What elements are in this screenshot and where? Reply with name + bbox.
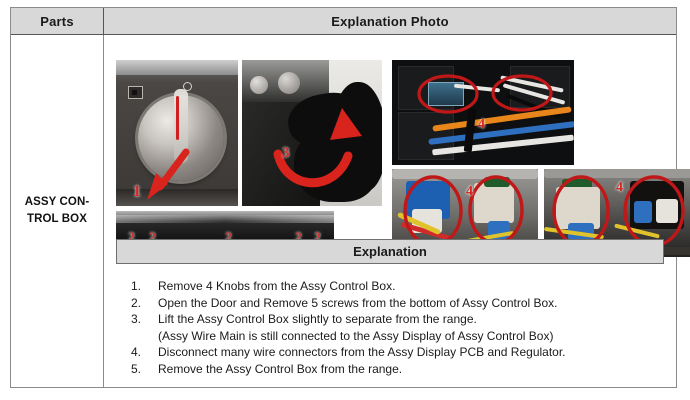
- marker-4-right: 4: [616, 180, 623, 195]
- marker-4-top: 4: [478, 117, 485, 132]
- step-text-5: Remove the Assy Control Box from the ran…: [158, 361, 403, 376]
- bracket-top-2: [544, 169, 690, 178]
- step-index-4: 4.: [131, 345, 142, 359]
- column-header-explanation-photo: Explanation Photo: [104, 8, 676, 35]
- step-index-5: 5.: [131, 361, 142, 376]
- step-index-1: 1.: [131, 279, 142, 293]
- screw-number-4: 2: [295, 229, 302, 244]
- screw-number-1: 2: [128, 229, 135, 244]
- step-text-3: Lift the Assy Control Box slightly to se…: [158, 312, 477, 326]
- cooktop-burner-1: [250, 76, 268, 94]
- connectors-top-photo: 4: [392, 60, 574, 165]
- step-text-1: Remove 4 Knobs from the Assy Control Box…: [158, 279, 396, 293]
- parts-cell: ASSY CON- TROL BOX: [11, 35, 104, 387]
- photo-board: 1 2 2 2: [104, 35, 690, 260]
- explanation-step-2: 2. Open the Door and Remove 5 screws fro…: [118, 296, 664, 312]
- knob-pointer-stripe: [175, 96, 179, 140]
- knob-photo: 1: [116, 60, 238, 206]
- pull-arrow-icon: [147, 148, 190, 200]
- range-bottom-edge: [116, 189, 238, 206]
- range-top-edge: [116, 60, 238, 75]
- lift-photo: 3: [242, 60, 382, 206]
- marker-3: 3: [282, 145, 290, 161]
- step-text-2: Open the Door and Remove 5 screws from t…: [158, 295, 558, 310]
- green-tab: [484, 177, 510, 187]
- step-index-3: 3.: [131, 312, 142, 326]
- explanation-step-1: 1. Remove 4 Knobs from the Assy Control …: [118, 279, 664, 295]
- explanation-step-3-note: (Assy Wire Main is still connected to th…: [158, 328, 554, 343]
- metal-sheen: [116, 215, 334, 223]
- procedure-table: Parts Explanation Photo ASSY CON- TROL B…: [10, 7, 690, 388]
- explanation-body: 1. Remove 4 Knobs from the Assy Control …: [116, 264, 664, 387]
- explanation-header: Explanation: [116, 239, 664, 264]
- explanation-step-4: 4. Disconnect many wire connectors from …: [118, 345, 664, 361]
- table-header-row: Parts Explanation Photo: [11, 8, 676, 35]
- screw-number-2: 2: [149, 229, 156, 244]
- blue-connector-4: [634, 201, 652, 223]
- panel-indicator: [128, 86, 143, 99]
- part-name: ASSY CON- TROL BOX: [25, 194, 90, 227]
- screw-number-5: 2: [314, 229, 321, 244]
- part-name-line-1: ASSY CON-: [24, 196, 90, 209]
- bracket-top: [392, 169, 538, 179]
- lift-arrow-icon: [273, 108, 362, 188]
- beige-connector: [474, 183, 514, 223]
- marker-4-left: 4: [466, 184, 473, 199]
- green-tab-2: [562, 179, 592, 189]
- cooktop-burner-2: [278, 72, 300, 94]
- part-name-line-2: TROL BOX: [26, 213, 87, 225]
- explanation-photo-cell: 1 2 2 2: [104, 35, 690, 387]
- highlight-ellipses-icon: [417, 74, 553, 114]
- column-header-parts: Parts: [11, 8, 104, 35]
- explanation-step-5: 5. Remove the Assy Control Box from the …: [118, 362, 664, 378]
- white-connector-2: [656, 199, 678, 223]
- knob-position-mark: [183, 82, 192, 91]
- explanation-step-3: 3. Lift the Assy Control Box slightly to…: [118, 312, 664, 328]
- beige-connector-2: [556, 187, 600, 229]
- step-index-2: 2.: [131, 295, 142, 310]
- marker-1: 1: [133, 183, 141, 200]
- step-text-4: Disconnect many wire connectors from the…: [158, 345, 566, 359]
- screw-number-3: 2: [225, 229, 232, 244]
